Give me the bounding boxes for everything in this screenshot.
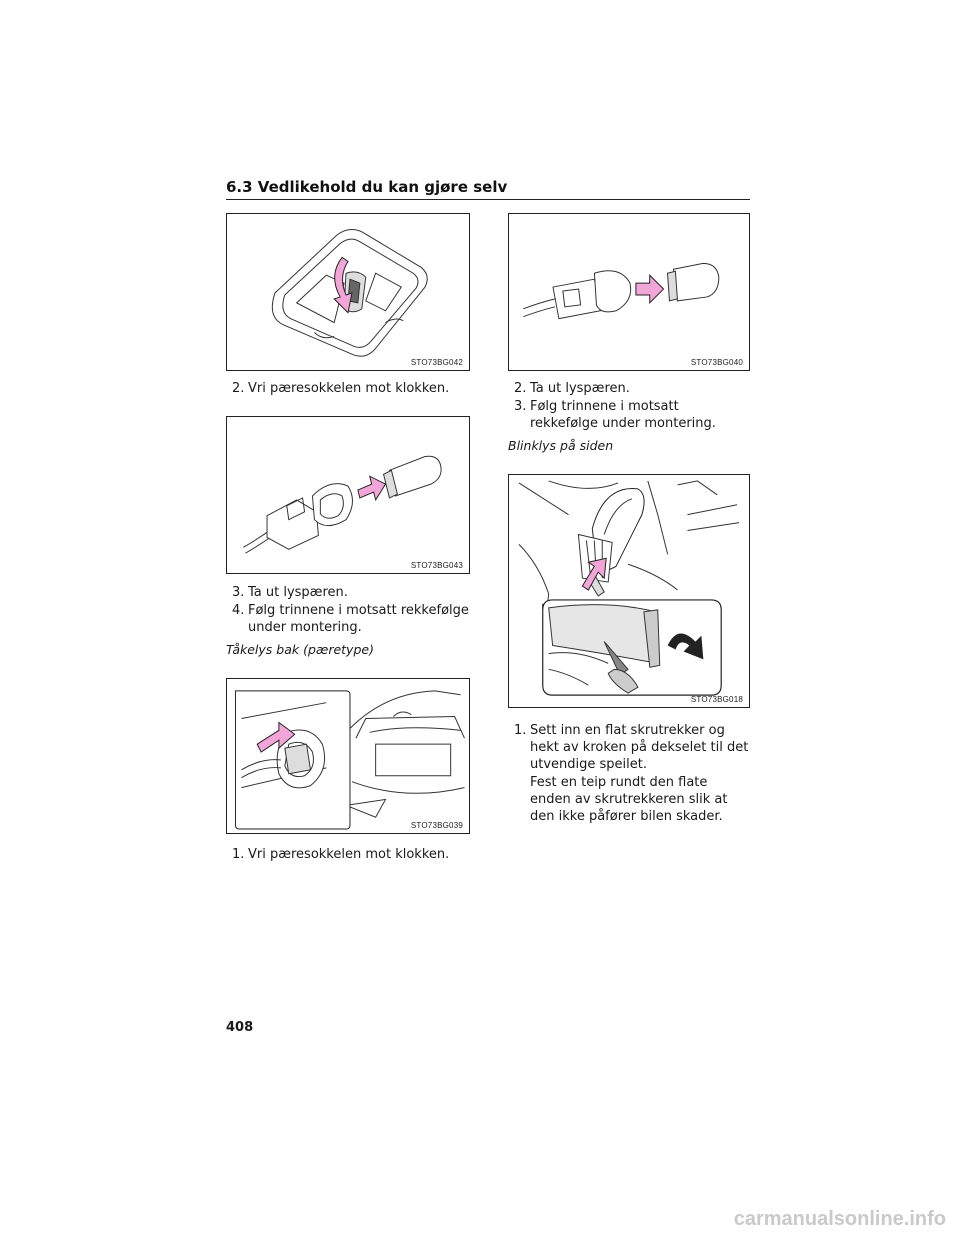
figure-code: STO73BG042: [410, 358, 463, 367]
step-text: Følg trinnene i motsatt rekkefølge under…: [530, 399, 716, 431]
step-item: 2. Ta ut lyspæren.: [514, 380, 750, 397]
figure-side-turn-signal: STO73BG018: [508, 474, 750, 708]
step-number: 1.: [514, 723, 527, 738]
step-text: Vri pæresokkelen mot klokken.: [248, 847, 450, 862]
step-text: Ta ut lyspæren.: [530, 381, 630, 396]
subheading-side-turn-signal: Blinklys på siden: [508, 438, 614, 453]
step-item: 3. Følg trinnene i motsatt rekkefølge un…: [514, 398, 750, 432]
side-turn-signal-illustration: [518, 480, 740, 696]
bulb-removal-illustration: [243, 455, 442, 554]
step-item: 1. Sett inn en flat skrutrekker og hekt …: [514, 722, 750, 773]
step-text: Følg trinnene i motsatt rekkefølge under…: [248, 603, 469, 635]
step-text: Ta ut lyspæren.: [248, 585, 348, 600]
section-title: 6.3 Vedlikehold du kan gjøre selv: [226, 178, 508, 196]
bulb-removal-illustration-right: [523, 262, 720, 320]
figure-bulb-socket-housing: STO73BG042: [226, 213, 470, 371]
step-number: 3.: [232, 585, 245, 600]
step-number: 2.: [232, 381, 245, 396]
step-text: Vri pæresokkelen mot klokken.: [248, 381, 450, 396]
rear-fog-light-illustration: [234, 690, 465, 830]
step-number: 4.: [232, 603, 245, 618]
figure-code: STO73BG018: [690, 695, 743, 704]
subheading-rear-fog-light: Tåkelys bak (pæretype): [226, 642, 374, 657]
step-item: 3. Ta ut lyspæren.: [232, 584, 470, 601]
step-text: Sett inn en flat skrutrekker og hekt av …: [530, 723, 749, 772]
figure-bulb-removal-right: STO73BG040: [508, 213, 750, 371]
watermark: carmanualsonline.info: [733, 1208, 946, 1230]
header-divider: [226, 199, 750, 200]
step-item: 1. Vri pæresokkelen mot klokken.: [232, 846, 470, 863]
figure-code: STO73BG040: [690, 358, 743, 367]
step-note: Fest en teip rundt den flate enden av sk…: [530, 775, 728, 824]
figure-code: STO73BG039: [410, 821, 463, 830]
step-item: 2. Vri pæresokkelen mot klokken.: [232, 380, 470, 397]
step-number: 3.: [514, 399, 527, 414]
figure-rear-fog-light: STO73BG039: [226, 678, 470, 834]
housing-illustration: [271, 229, 428, 357]
step-number: 1.: [232, 847, 245, 862]
page-number: 408: [226, 1020, 254, 1035]
figure-code: STO73BG043: [410, 561, 463, 570]
step-item: 4. Følg trinnene i motsatt rekkefølge un…: [232, 602, 470, 636]
step-number: 2.: [514, 381, 527, 396]
figure-bulb-removal: STO73BG043: [226, 416, 470, 574]
